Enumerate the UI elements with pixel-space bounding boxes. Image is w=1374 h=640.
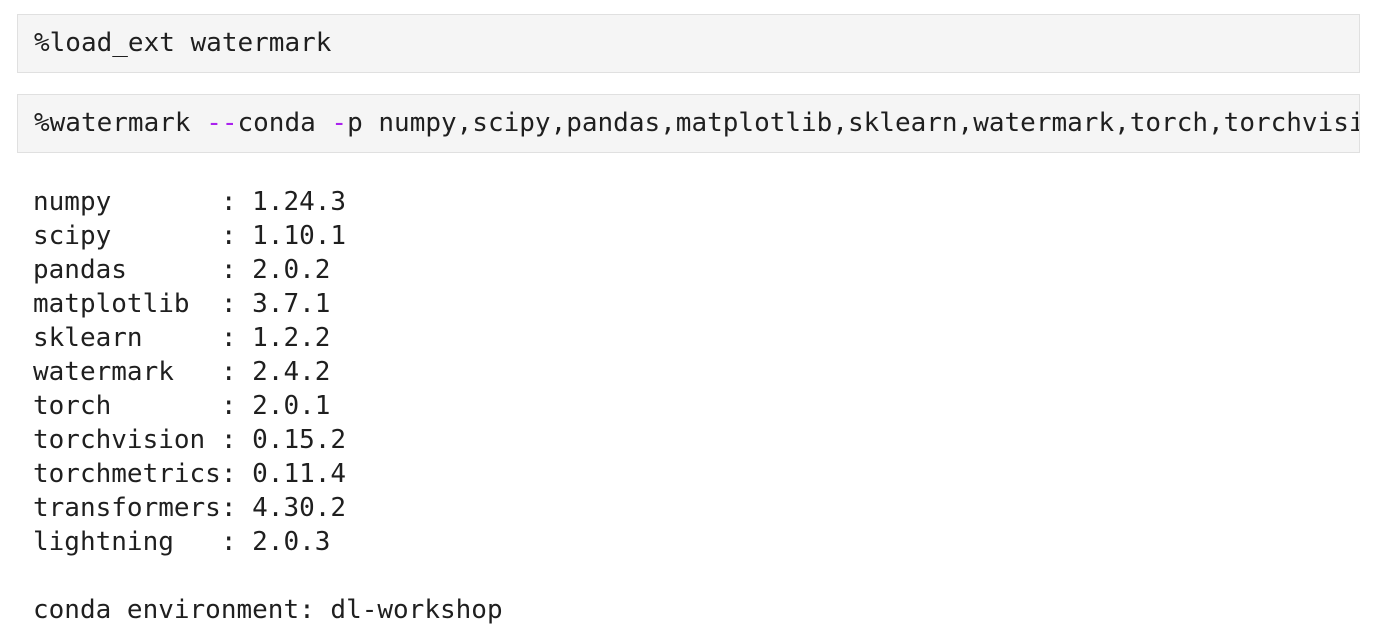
code-editor-load-ext[interactable]: %load_ext watermark — [34, 30, 1343, 57]
code-token-default: conda — [237, 108, 332, 138]
output-area: numpy : 1.24.3 scipy : 1.10.1 pandas : 2… — [17, 174, 1360, 627]
code-cell-load-ext[interactable]: %load_ext watermark — [17, 14, 1360, 73]
code-token-default: %load_ext watermark — [34, 28, 332, 58]
code-token-default: %watermark — [34, 108, 207, 138]
code-token-default: p numpy,scipy,pandas,matplotlib,sklearn,… — [347, 108, 1360, 138]
code-cell-watermark[interactable]: %watermark --conda -p numpy,scipy,pandas… — [17, 94, 1360, 153]
code-token-operator: -- — [206, 108, 238, 138]
cell-output-text: numpy : 1.24.3 scipy : 1.10.1 pandas : 2… — [33, 187, 503, 625]
code-token-operator: - — [331, 108, 348, 138]
code-editor-watermark[interactable]: %watermark --conda -p numpy,scipy,pandas… — [34, 108, 1359, 138]
